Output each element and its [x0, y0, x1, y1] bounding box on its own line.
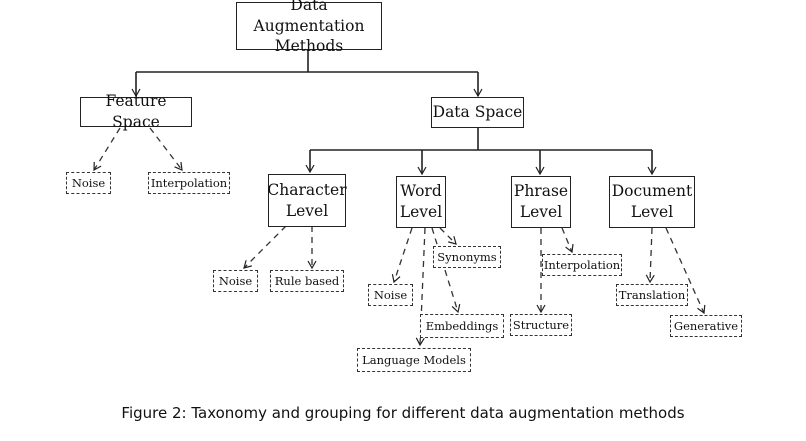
character-level-node: Character Level	[267, 174, 347, 227]
data-space-node: Data Space	[431, 97, 524, 128]
word-noise-leaf: Noise	[368, 284, 413, 306]
feature-space-node: Feature Space	[80, 92, 192, 131]
document-level-node: Document Level	[609, 176, 695, 228]
root-node: Data Augmentation Methods	[236, 0, 382, 55]
phrase-interpolation-leaf: Interpolation	[542, 254, 622, 276]
figure-caption: Figure 2: Taxonomy and grouping for diff…	[121, 404, 685, 422]
word-synonyms-leaf: Synonyms	[433, 246, 501, 268]
phrase-level-node: Phrase Level	[511, 176, 571, 228]
feature-interpolation-leaf: Interpolation	[148, 172, 230, 194]
feature-noise-leaf: Noise	[66, 172, 111, 194]
character-noise-leaf: Noise	[213, 270, 258, 292]
document-translation-leaf: Translation	[616, 284, 688, 306]
word-embeddings-leaf: Embeddings	[420, 314, 504, 338]
word-language-models-leaf: Language Models	[357, 348, 471, 372]
phrase-structure-leaf: Structure	[510, 314, 572, 336]
document-generative-leaf: Generative	[670, 315, 742, 337]
character-rule-based-leaf: Rule based	[270, 270, 344, 292]
word-level-node: Word Level	[396, 176, 446, 228]
